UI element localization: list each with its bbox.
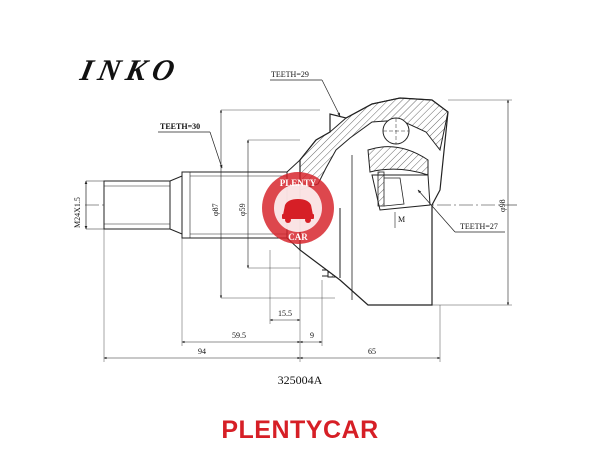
car-icon [283,199,313,215]
inko-logo: INKO [77,53,184,87]
label-dia-59: φ59 [238,203,247,216]
label-teeth-27: TEETH=27 [460,222,498,231]
watermark-bottom-text: CAR [288,232,308,242]
label-65: 65 [368,347,376,356]
watermark-top-text: PLENTY [280,178,317,188]
shaft-taper [169,175,183,235]
label-dia-87: φ87 [211,203,220,216]
label-94: 94 [198,347,206,356]
part-number: 325004A [278,373,323,387]
label-m: M [398,215,405,224]
label-teeth-30: TEETH=30 [160,122,200,131]
label-9: 9 [310,331,314,340]
plentycar-watermark: PLENTY CAR [262,172,334,244]
label-teeth-29: TEETH=29 [271,70,309,79]
inner-race [371,174,431,211]
label-15-5: 15.5 [278,309,292,318]
housing-section-upper [299,97,449,191]
footer-brand: PLENTYCAR [221,416,379,444]
thread-stud [103,180,171,230]
cage [367,146,429,176]
label-thread: M24X1.5 [73,197,82,228]
label-59-5: 59.5 [232,331,246,340]
label-dia-98: φ98 [498,199,507,212]
